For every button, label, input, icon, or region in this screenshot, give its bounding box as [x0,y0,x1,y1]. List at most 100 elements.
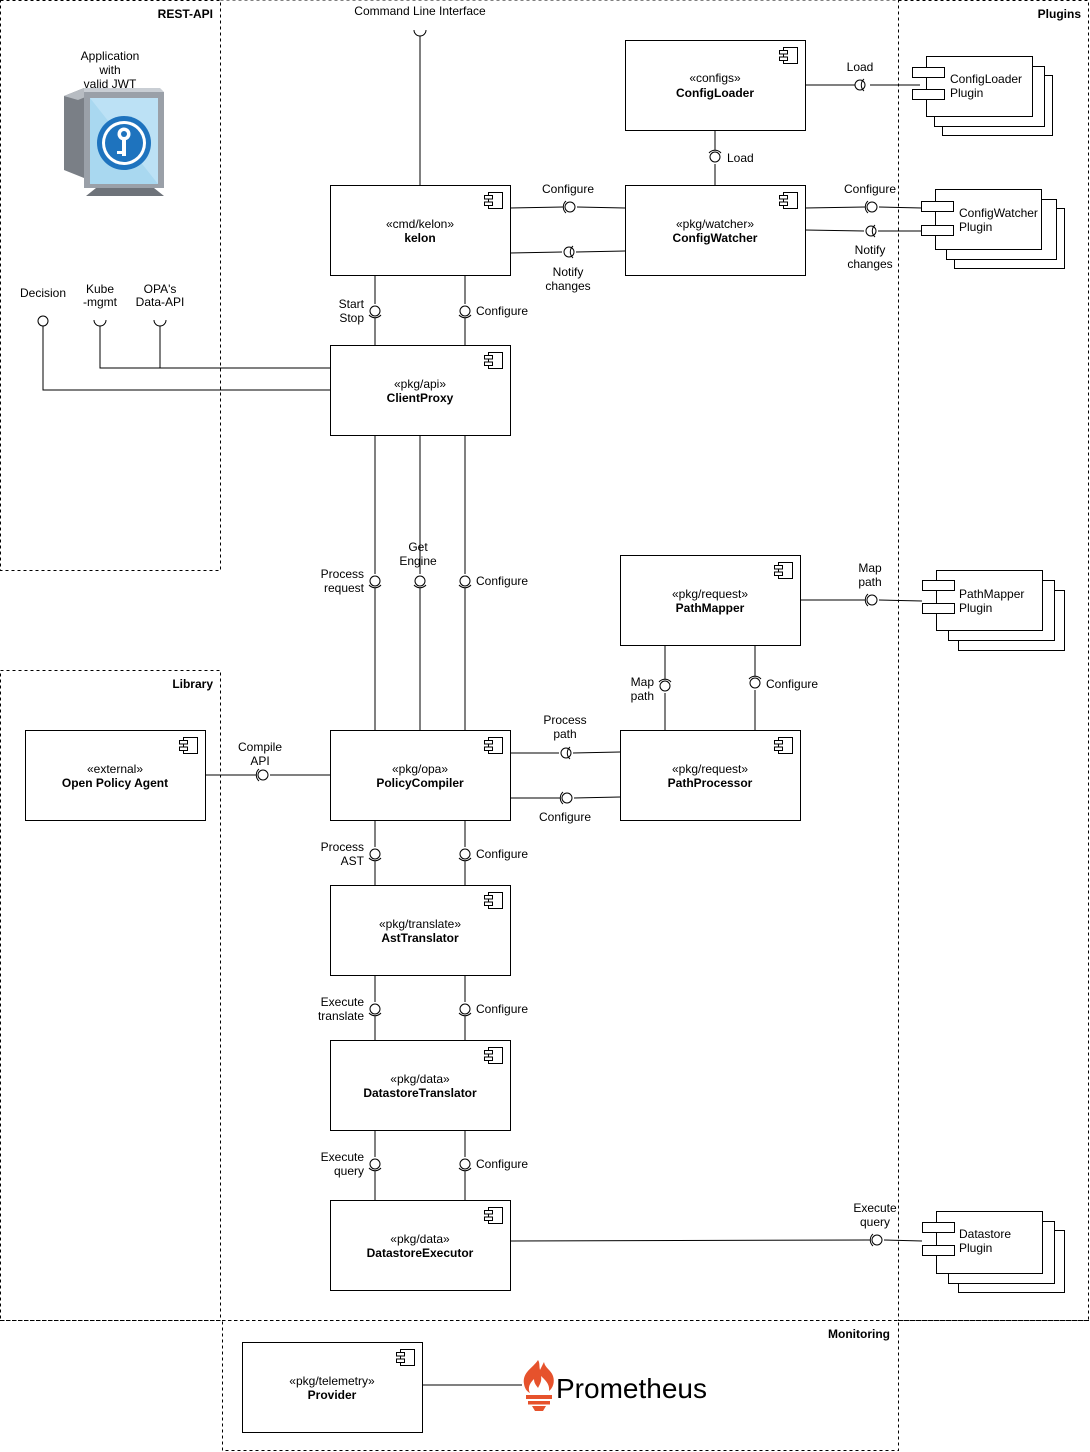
cli-label: Command Line Interface [354,4,486,18]
notify-changes-kelon-lollipop [563,245,575,259]
datastore-executor-name: DatastoreExecutor [367,1246,474,1260]
configure-ast-label: Configure [476,847,528,861]
opa-data-label-line2: Data-API [136,295,185,309]
notify-changes-plugin-label-line1: Notify [855,243,886,257]
prometheus-wordmark: Prometheus [556,1373,707,1404]
execute-query-plugin-lollipop [869,1233,883,1247]
compile-api-label-line1: Compile [238,740,282,754]
opa-component: «external» Open Policy Agent [25,730,206,821]
execute-query-label-line2: query [334,1164,364,1178]
component-icon [484,192,503,209]
map-path-label-line1: Map [631,675,655,689]
monitoring-area-title: Monitoring [828,1327,890,1341]
load-watcher-lollipop [708,149,722,163]
start-stop-label-line2: Stop [339,311,364,325]
map-path-lollipop [658,678,672,692]
config-loader-stereotype: «configs» [689,71,741,85]
datastore-executor-component: «pkg/data» DatastoreExecutor [330,1200,511,1291]
execute-query-plugin-wire-a [509,1239,871,1242]
process-path-wire-b [572,751,621,754]
execute-translate-label-line1: Execute [321,995,365,1009]
client-proxy-stereotype: «pkg/api» [394,377,446,391]
load-plugin-label: Load [847,60,874,74]
kube-socket [93,319,107,327]
component-icon [484,1047,503,1064]
prometheus-flame-icon [523,1360,554,1411]
configure-kelon-watcher-wire-b [576,206,626,209]
opa-stereotype: «external» [87,762,143,776]
application-label-line1: Application [81,49,140,63]
opa-name: Open Policy Agent [62,776,168,790]
ast-translator-component: «pkg/translate» AstTranslator [330,885,511,976]
component-icon [484,1207,503,1224]
datastore-translator-stereotype: «pkg/data» [390,1072,450,1086]
component-icon [774,562,793,579]
configure-watcher-plugin-lollipop [864,200,878,214]
process-ast-label-line2: AST [341,854,365,868]
configure-watcher-plugin-wire-a [804,206,866,209]
library-area-title: Library [172,677,213,691]
load-plugin-lollipop [854,78,866,92]
configure-proxy-label: Configure [476,304,528,318]
path-mapper-plugin-label-line1: PathMapper [959,587,1024,601]
execute-query-lollipop [368,1158,382,1172]
execute-translate-lollipop [368,1003,382,1017]
configure-processor-lollipop [559,791,573,805]
config-watcher-name: ConfigWatcher [673,231,758,245]
notify-changes-plugin-lollipop [865,224,877,238]
compile-api-lollipop [255,768,269,782]
execute-query-plugin-wire-b [883,1239,923,1242]
policy-compiler-stereotype: «pkg/opa» [392,762,448,776]
application-computer-icon [64,88,164,196]
notify-changes-kelon-label-line2: changes [545,279,590,293]
config-loader-plugin-label-line1: ConfigLoader [950,72,1022,86]
kelon-component: «cmd/kelon» kelon [330,185,511,276]
datastore-executor-stereotype: «pkg/data» [390,1232,450,1246]
configure-watcher-plugin-label: Configure [844,182,896,196]
configure-executor-label: Configure [476,1157,528,1171]
config-watcher-stereotype: «pkg/watcher» [676,217,754,231]
component-icon [779,47,798,64]
path-mapper-plugin: PathMapper Plugin [922,570,1065,651]
configure-kelon-watcher-wire-a [509,206,564,209]
process-request-label-line2: request [324,581,365,595]
compile-api-label-line2: API [250,754,269,768]
path-mapper-stereotype: «pkg/request» [672,587,748,601]
path-processor-name: PathProcessor [668,776,753,790]
component-icon [179,737,198,754]
decision-label: Decision [20,286,66,300]
component-icon [484,892,503,909]
config-watcher-component: «pkg/watcher» ConfigWatcher [625,185,806,276]
telemetry-name: Provider [308,1388,357,1402]
kube-label-line1: Kube [86,282,114,296]
rest-api-area [0,0,221,571]
opa-data-socket [153,319,167,327]
component-icon [396,1349,415,1366]
configure-executor-lollipop [458,1158,472,1172]
datastore-translator-name: DatastoreTranslator [363,1086,477,1100]
map-path-plugin-label-line1: Map [858,561,882,575]
datastore-plugin: Datastore Plugin [922,1211,1065,1293]
configure-processor-label: Configure [539,810,591,824]
path-mapper-name: PathMapper [676,601,745,615]
path-processor-component: «pkg/request» PathProcessor [620,730,801,821]
map-path-plugin-wire-b [878,599,923,602]
start-stop-lollipop [368,305,382,319]
execute-query-plugin-label-line1: Execute [853,1201,897,1215]
process-path-label-line2: path [553,727,576,741]
configure-ast-lollipop [458,848,472,862]
config-loader-component: «configs» ConfigLoader [625,40,806,131]
process-ast-label-line1: Process [321,840,364,854]
datastore-plugin-label-line2: Plugin [959,1241,992,1255]
configure-mapper-lollipop [748,675,762,689]
policy-compiler-component: «pkg/opa» PolicyCompiler [330,730,511,821]
configure-watcher-plugin-wire-b [878,206,923,209]
execute-translate-label-line2: translate [318,1009,364,1023]
plugins-area [898,0,1089,1321]
start-stop-label-line1: Start [339,297,365,311]
config-watcher-plugin-label-line1: ConfigWatcher [959,206,1038,220]
execute-query-label-line1: Execute [321,1150,365,1164]
process-path-lollipop [560,746,572,760]
datastore-plugin-label-line1: Datastore [959,1227,1011,1241]
